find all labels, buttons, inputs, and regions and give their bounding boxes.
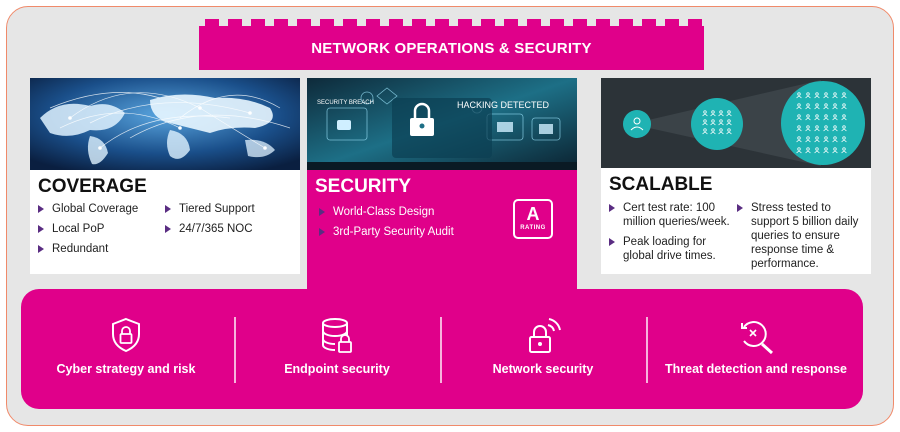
list-item: World-Class Design	[319, 205, 454, 219]
banner-crenel	[504, 19, 518, 28]
database-lock-icon	[322, 318, 352, 353]
scalable-bullets-left: Cert test rate: 100 million queries/week…	[609, 201, 737, 269]
banner-crenel	[228, 19, 242, 28]
rating-label: RATING	[520, 225, 546, 231]
banner-crenel	[412, 19, 426, 28]
magnify-alert-icon	[741, 321, 774, 355]
security-card: SECURITY BREACH HACKING DETECTED SECURIT…	[307, 78, 577, 290]
banner-crenel	[481, 19, 495, 28]
scalable-card: SCALABLE Cert test rate: 100 million que…	[601, 78, 871, 274]
wifi-lock-icon	[529, 318, 561, 353]
banner-crenel	[389, 19, 403, 28]
service-label: Network security	[492, 362, 594, 376]
scalable-title: SCALABLE	[609, 174, 713, 195]
banner-crenel	[550, 19, 564, 28]
scalable-bullets-right: Stress tested to support 5 billion daily…	[737, 201, 867, 274]
scaling-users-image	[601, 78, 871, 168]
service-cyber-strategy: Cyber strategy and risk	[21, 289, 231, 409]
coverage-bullets-right: Tiered Support 24/7/365 NOC	[165, 202, 255, 242]
world-map-image	[30, 78, 300, 170]
service-threat-detection: Threat detection and response	[649, 289, 863, 409]
services-band: Cyber strategy and risk Endpoint securit…	[21, 289, 863, 409]
list-item: Stress tested to support 5 billion daily…	[737, 201, 867, 271]
coverage-title: COVERAGE	[38, 176, 147, 197]
shield-lock-icon	[112, 317, 140, 353]
service-endpoint-security: Endpoint security	[237, 289, 437, 409]
coverage-bullets-left: Global Coverage Local PoP Redundant	[38, 202, 138, 262]
list-item: 3rd-Party Security Audit	[319, 225, 454, 239]
list-item: Local PoP	[38, 222, 138, 236]
banner-crenel	[458, 19, 472, 28]
list-item: 24/7/365 NOC	[165, 222, 255, 236]
banner-crenel	[527, 19, 541, 28]
cyber-security-image: SECURITY BREACH HACKING DETECTED	[307, 78, 577, 170]
list-item: Redundant	[38, 242, 138, 256]
banner-crenel	[320, 19, 334, 28]
banner-crenel	[573, 19, 587, 28]
banner-crenel	[665, 19, 679, 28]
security-breach-text: SECURITY BREACH	[317, 100, 374, 106]
banner-crenel	[642, 19, 656, 28]
divider	[646, 317, 648, 383]
banner-crenel	[343, 19, 357, 28]
banner-crenel	[688, 19, 702, 28]
security-title: SECURITY	[315, 176, 412, 197]
banner-crenel	[366, 19, 380, 28]
service-network-security: Network security	[443, 289, 643, 409]
a-rating-badge: A RATING	[513, 199, 553, 239]
list-item: Tiered Support	[165, 202, 255, 216]
network-operations-banner: NETWORK OPERATIONS & SECURITY	[199, 26, 704, 70]
service-label: Threat detection and response	[665, 362, 847, 376]
banner-crenel	[435, 19, 449, 28]
banner-crenel	[297, 19, 311, 28]
divider	[234, 317, 236, 383]
banner-title: NETWORK OPERATIONS & SECURITY	[311, 39, 592, 57]
banner-crenel	[619, 19, 633, 28]
list-item: Peak loading for global drive times.	[609, 235, 737, 263]
banner-crenel	[251, 19, 265, 28]
service-label: Cyber strategy and risk	[56, 362, 196, 376]
coverage-card: COVERAGE Global Coverage Local PoP Redun…	[30, 78, 300, 274]
divider	[440, 317, 442, 383]
service-label: Endpoint security	[284, 362, 390, 376]
rating-grade: A	[526, 204, 540, 224]
hacking-detected-text: HACKING DETECTED	[457, 100, 550, 110]
list-item: Global Coverage	[38, 202, 138, 216]
banner-crenel	[205, 19, 219, 28]
banner-crenel	[596, 19, 610, 28]
banner-crenel	[274, 19, 288, 28]
list-item: Cert test rate: 100 million queries/week…	[609, 201, 737, 229]
security-bullets: World-Class Design 3rd-Party Security Au…	[319, 205, 454, 245]
